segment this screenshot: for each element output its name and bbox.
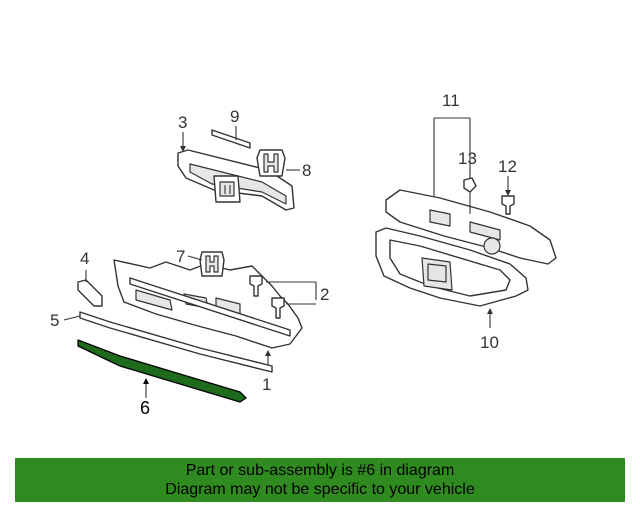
parts-diagram: 3 9 8 1 7 (50, 91, 557, 418)
part-13-nut[interactable] (463, 177, 477, 193)
callout-6: 6 (140, 378, 150, 418)
part-12-screw[interactable] (501, 195, 515, 215)
callout-7: 7 (176, 247, 203, 266)
callout-3: 3 (178, 113, 187, 152)
part-6-lower-molding[interactable] (77, 339, 247, 403)
svg-text:12: 12 (498, 157, 517, 176)
svg-text:9: 9 (230, 107, 239, 126)
part-7-emblem[interactable] (199, 251, 225, 277)
callout-10: 10 (480, 308, 499, 352)
callout-13: 13 (458, 149, 477, 178)
part-3-upper-grille[interactable] (177, 149, 295, 211)
svg-text:4: 4 (80, 249, 89, 268)
svg-text:11: 11 (442, 91, 460, 110)
info-banner: Part or sub-assembly is #6 in diagram Di… (15, 458, 625, 502)
svg-text:2: 2 (320, 285, 329, 304)
callout-11: 11 (433, 91, 471, 214)
banner-line-2: Diagram may not be specific to your vehi… (165, 481, 475, 498)
svg-text:13: 13 (458, 149, 477, 168)
callout-2: 2 (266, 281, 329, 305)
svg-text:10: 10 (480, 333, 499, 352)
part-4-bracket[interactable] (77, 279, 103, 307)
callout-9: 9 (230, 107, 239, 140)
part-2-clips[interactable] (249, 275, 285, 319)
svg-text:3: 3 (178, 113, 187, 132)
svg-text:5: 5 (50, 311, 59, 330)
part-9-molding[interactable] (211, 129, 251, 149)
part-8-emblem[interactable] (256, 149, 286, 177)
banner-line-1: Part or sub-assembly is #6 in diagram (185, 462, 455, 479)
svg-text:7: 7 (176, 247, 185, 266)
part-11-grille-assembly[interactable] (385, 189, 557, 265)
svg-text:6: 6 (140, 398, 150, 418)
callout-12: 12 (498, 157, 517, 196)
part-10-grille-assembly-front[interactable] (375, 227, 529, 307)
callout-4: 4 (80, 249, 89, 282)
svg-text:1: 1 (262, 375, 271, 394)
callout-8: 8 (286, 161, 311, 180)
part-5-strip[interactable] (79, 311, 273, 373)
callout-5: 5 (50, 311, 81, 330)
svg-text:8: 8 (302, 161, 311, 180)
